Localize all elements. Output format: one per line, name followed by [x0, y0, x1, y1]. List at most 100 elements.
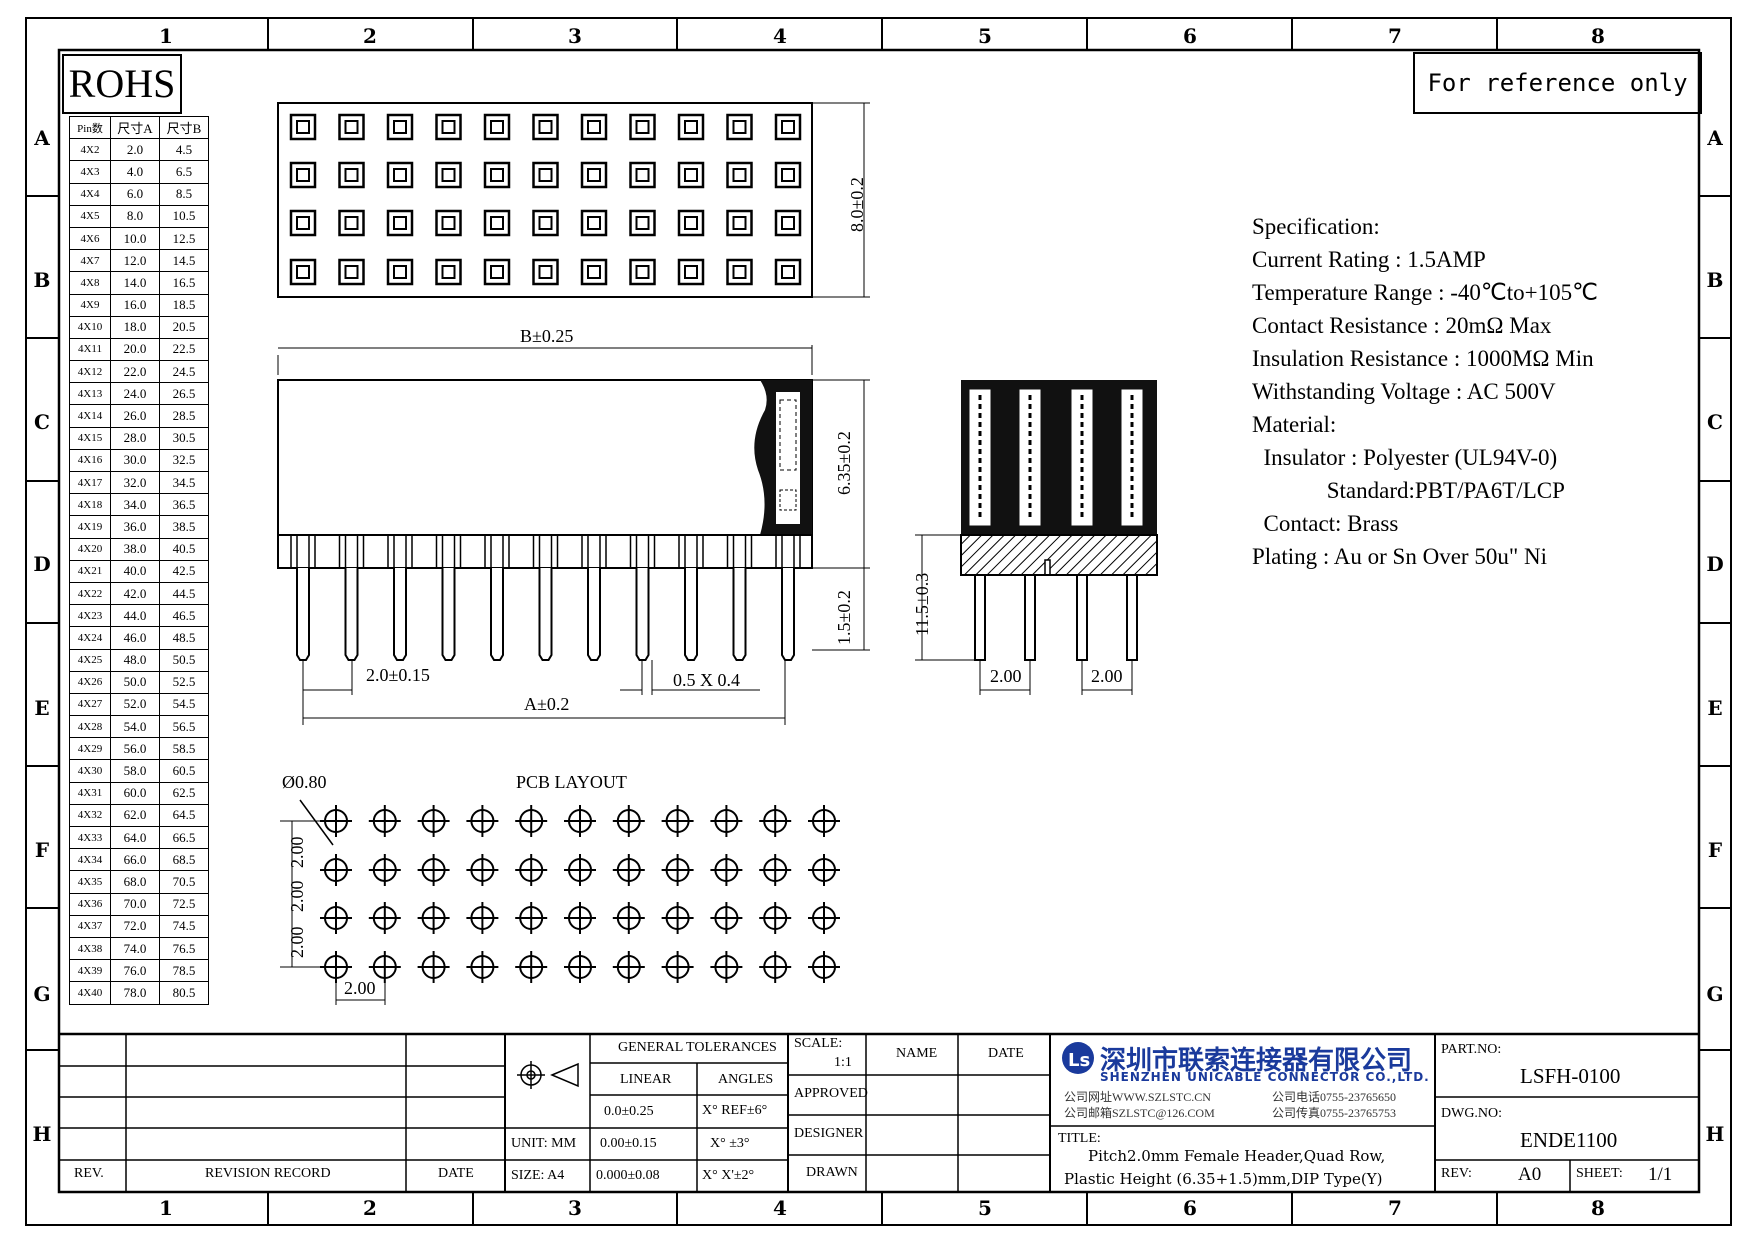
linear-label: LINEAR — [620, 1072, 672, 1087]
general-tolerances-label: GENERAL TOLERANCES — [618, 1040, 777, 1055]
top-height-dimension: 8.0±0.2 — [847, 177, 867, 232]
contact-cavity — [774, 258, 802, 286]
contact-cavity — [435, 113, 462, 141]
size-a-cell: 24.0 — [110, 382, 160, 406]
contact-cavity — [483, 161, 511, 189]
zone-column-top-7: 7 — [1388, 24, 1402, 48]
size-b-cell: 14.5 — [159, 249, 209, 273]
revision-date-header: DATE — [438, 1166, 474, 1181]
pcb-col-pitch: 2.00 — [344, 978, 376, 998]
size-a-cell: 74.0 — [110, 936, 160, 961]
size-a-cell: 50.0 — [110, 670, 160, 694]
zone-column-bottom-2: 2 — [363, 1196, 377, 1220]
spec-line: Temperature Range : -40℃to+105℃ — [1252, 280, 1598, 305]
angle-tolerance-1: X° REF±6° — [702, 1103, 768, 1118]
size-b-cell: 52.5 — [159, 670, 209, 694]
size-a-cell: 34.0 — [110, 493, 160, 517]
size-a-cell: 18.0 — [110, 315, 160, 339]
contact-cavity — [338, 113, 365, 141]
size-b-cell: 76.5 — [159, 936, 209, 961]
zone-column-bottom-3: 3 — [568, 1196, 582, 1220]
size-b-cell: 30.5 — [159, 426, 209, 450]
contact-cavity — [726, 113, 753, 141]
zone-row-left-8: H — [32, 1122, 52, 1146]
company-website: 公司网址WWW.SZLSTC.CN — [1064, 1090, 1211, 1104]
zone-row-left-7: G — [33, 982, 51, 1006]
zone-column-top-4: 4 — [773, 24, 787, 48]
size-b-cell: 80.5 — [159, 981, 209, 1005]
pin — [490, 568, 504, 661]
spec-line: Plating : Au or Sn Over 50u" Ni — [1252, 544, 1547, 569]
angle-tolerance-3: X° X'±2° — [702, 1168, 755, 1183]
pin-count-cell: 4X34 — [69, 848, 111, 872]
pin-count-cell: 4X3 — [69, 160, 111, 184]
size-a-cell: 78.0 — [110, 981, 160, 1005]
pin-count-cell: 4X22 — [69, 581, 111, 606]
spec-line: Insulation Resistance : 1000MΩ Min — [1252, 346, 1594, 371]
contact-cavity — [532, 161, 559, 189]
pin-count-cell: 4X9 — [69, 293, 111, 317]
zone-column-bottom-5: 5 — [978, 1196, 992, 1220]
contact-cavity — [532, 258, 559, 286]
zone-row-right-8: H — [1705, 1122, 1725, 1146]
zone-column-bottom-7: 7 — [1388, 1196, 1402, 1220]
svg-text:Ls: Ls — [1068, 1050, 1090, 1071]
zone-column-bottom-1: 1 — [159, 1196, 173, 1220]
pin-count-cell: 4X23 — [69, 604, 111, 628]
pin-table-header-b: 尺寸B — [159, 115, 209, 140]
size-a-cell: 28.0 — [110, 426, 160, 450]
contact-cavity — [338, 258, 365, 286]
zone-row-left-1: A — [34, 126, 50, 150]
zone-row-right-6: F — [1707, 838, 1723, 862]
spec-line: Insulator : Polyester (UL94V-0) — [1252, 445, 1558, 470]
size-b-cell: 36.5 — [159, 493, 209, 517]
size-a-cell: 68.0 — [110, 870, 160, 894]
size-b-cell: 58.5 — [159, 737, 209, 761]
spec-line: Material: — [1252, 412, 1337, 437]
part-no-label: PART.NO: — [1441, 1042, 1502, 1057]
zone-column-top-2: 2 — [363, 24, 377, 48]
contact-cavity — [483, 113, 511, 141]
zone-row-left-3: C — [34, 410, 50, 434]
contact-cavity — [289, 113, 317, 141]
part-no-value: LSFH-0100 — [1520, 1064, 1621, 1088]
contact-cavity — [677, 161, 705, 189]
title-line-2: Plastic Height (6.35+1.5)mm,DIP Type(Y) — [1064, 1170, 1383, 1188]
size-a-cell: 10.0 — [110, 226, 160, 251]
contact-cavity — [677, 258, 705, 286]
size-a-cell: 16.0 — [110, 293, 160, 317]
pitch-dimension: 2.0±0.15 — [366, 665, 430, 685]
pin-count-cell: 4X17 — [69, 470, 111, 495]
company-phone: 公司电话0755-23765650 — [1272, 1090, 1396, 1104]
spec-line: Contact: Brass — [1252, 511, 1399, 536]
contact-cavity — [629, 258, 656, 286]
zone-row-right-7: G — [1706, 982, 1724, 1006]
pin-count-cell: 4X13 — [69, 382, 111, 406]
pin-table-header-a: 尺寸A — [110, 115, 160, 140]
pin-count-cell: 4X15 — [69, 426, 111, 450]
contact-cavity — [338, 161, 365, 189]
size-a-cell: 20.0 — [110, 337, 160, 362]
pin — [732, 568, 747, 661]
size-a-cell: 76.0 — [110, 959, 160, 983]
scale-value: 1:1 — [834, 1055, 852, 1070]
scale-label: SCALE: — [794, 1036, 843, 1051]
zone-column-top-5: 5 — [978, 24, 992, 48]
contact-cavity — [580, 258, 608, 286]
size-a-cell: 62.0 — [110, 803, 160, 828]
pin-count-cell: 4X7 — [69, 249, 111, 273]
